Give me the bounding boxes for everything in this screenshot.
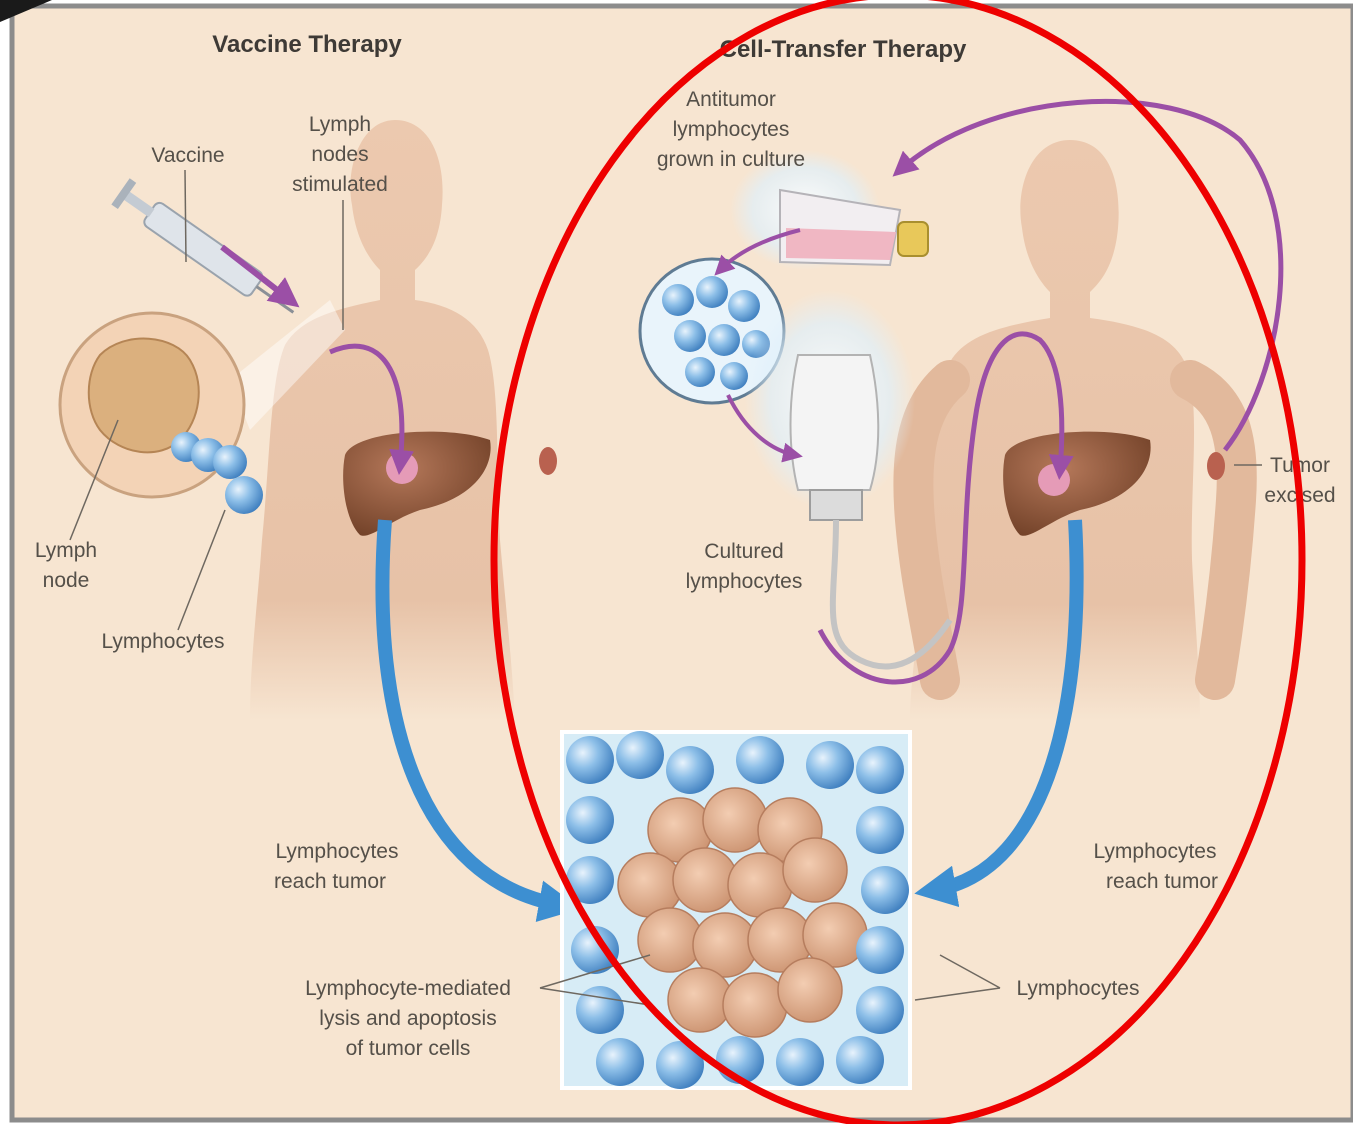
lymphocyte-cell xyxy=(566,796,614,844)
lymph-nodes-stimulated-line-1: Lymph xyxy=(309,113,371,136)
arm-tumor-right-icon xyxy=(1207,452,1225,480)
reach-tumor-right-line-1: Lymphocytes xyxy=(1094,840,1217,863)
lymphocyte-cell xyxy=(836,1036,884,1084)
lymphocyte-cell xyxy=(666,746,714,794)
antitumor-label-line-1: Antitumor xyxy=(686,88,776,111)
lymphocyte-cell xyxy=(856,806,904,854)
tumor-cell xyxy=(673,848,737,912)
lymphocyte-cell xyxy=(736,736,784,784)
lymphocyte-cell xyxy=(566,736,614,784)
lymphocytes-right-label: Lymphocytes xyxy=(1017,977,1140,1000)
tumor-tissue-inset xyxy=(562,731,910,1089)
lysis-label-line-1: Lymphocyte-mediated xyxy=(305,977,511,1000)
lymphocyte-cell xyxy=(861,866,909,914)
tumor-cell xyxy=(778,958,842,1022)
cultured-label-line-1: Cultured xyxy=(704,540,783,563)
tumor-cell xyxy=(638,908,702,972)
lymphocyte-cell xyxy=(856,986,904,1034)
tumor-cell xyxy=(723,973,787,1037)
reach-tumor-left-line-1: Lymphocytes xyxy=(276,840,399,863)
tumor-cell xyxy=(783,838,847,902)
lymphocyte-cell xyxy=(616,731,664,779)
lymphocytes-left-label: Lymphocytes xyxy=(102,630,225,653)
lymphocyte-cell xyxy=(776,1038,824,1086)
vaccine-label: Vaccine xyxy=(151,144,224,167)
tumor-right-icon xyxy=(1038,464,1070,496)
lymph-nodes-stimulated-line-2: nodes xyxy=(311,143,368,166)
lymphocyte-cell xyxy=(856,746,904,794)
reach-tumor-left-line-2: reach tumor xyxy=(274,870,386,893)
lymphocyte-cell xyxy=(856,926,904,974)
vaccine-therapy-title: Vaccine Therapy xyxy=(212,31,402,58)
lymphocyte-cell xyxy=(806,741,854,789)
lysis-label-line-2: lysis and apoptosis xyxy=(319,1007,496,1030)
arm-tumor-left-icon xyxy=(539,447,557,475)
antitumor-label-line-3: grown in culture xyxy=(657,148,805,171)
lymphocyte-cell xyxy=(576,986,624,1034)
lymphocyte-cell xyxy=(596,1038,644,1086)
lymph-node-label-line-2: node xyxy=(43,569,90,592)
tumor-cell xyxy=(668,968,732,1032)
antitumor-label-line-2: lymphocytes xyxy=(673,118,790,141)
tumor-cell xyxy=(703,788,767,852)
lymph-node-label-line-1: Lymph xyxy=(35,539,97,562)
lysis-label-line-3: of tumor cells xyxy=(346,1037,471,1060)
cultured-label-line-2: lymphocytes xyxy=(686,570,803,593)
lymph-nodes-stimulated-line-3: stimulated xyxy=(292,173,388,196)
reach-tumor-right-line-2: reach tumor xyxy=(1106,870,1218,893)
cell-transfer-therapy-title: Cell-Transfer Therapy xyxy=(720,36,967,63)
